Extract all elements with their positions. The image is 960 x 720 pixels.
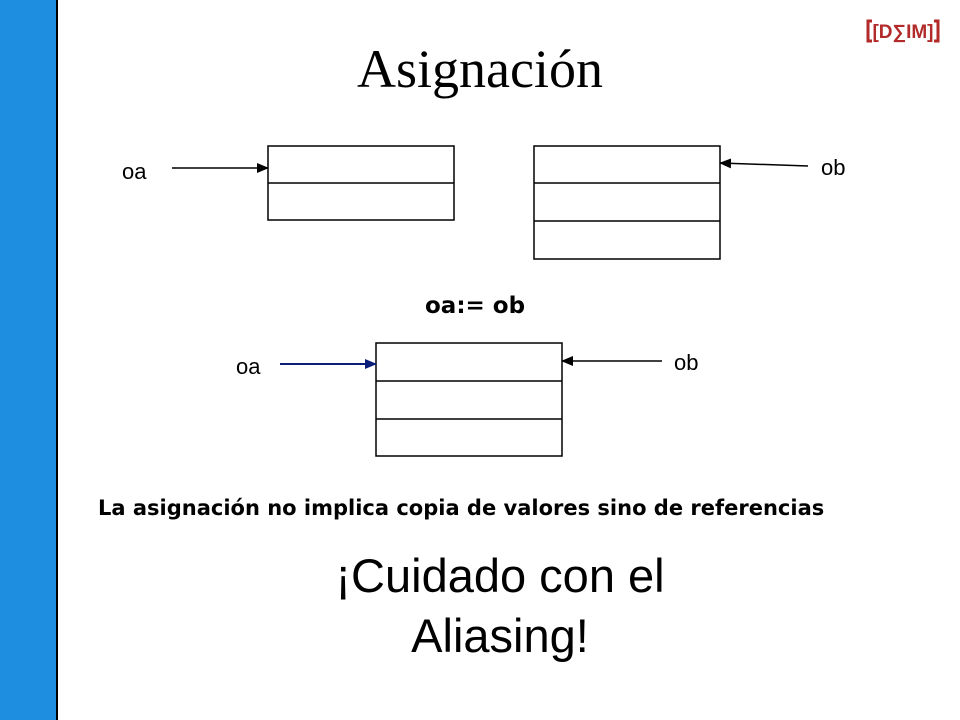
ob-arrow-before — [719, 158, 809, 169]
slide-title-text: Asignación — [357, 39, 603, 99]
logo-text: [D∑IM] — [872, 22, 933, 43]
ob-object-box — [533, 145, 721, 260]
warning-line-1: ¡Cuidado con el — [335, 549, 665, 602]
oa-label-after: oa — [236, 354, 261, 379]
explanation-note: La asignación no implica copia de valore… — [98, 496, 825, 520]
ob-label-before: ob — [821, 155, 845, 180]
oa-label-before: oa — [122, 159, 147, 184]
shared-object-box — [375, 342, 563, 457]
slide-sidebar — [0, 0, 58, 720]
oa-object-box — [267, 145, 455, 221]
warning-line-2: Aliasing! — [411, 609, 589, 662]
dsim-logo: [D∑IM] — [866, 19, 940, 43]
aliasing-warning: ¡Cuidado con el Aliasing! — [270, 546, 730, 666]
ob-label-after: ob — [674, 350, 698, 375]
assignment-statement: oa:= ob — [425, 293, 525, 319]
slide-title: Asignación — [0, 38, 960, 100]
